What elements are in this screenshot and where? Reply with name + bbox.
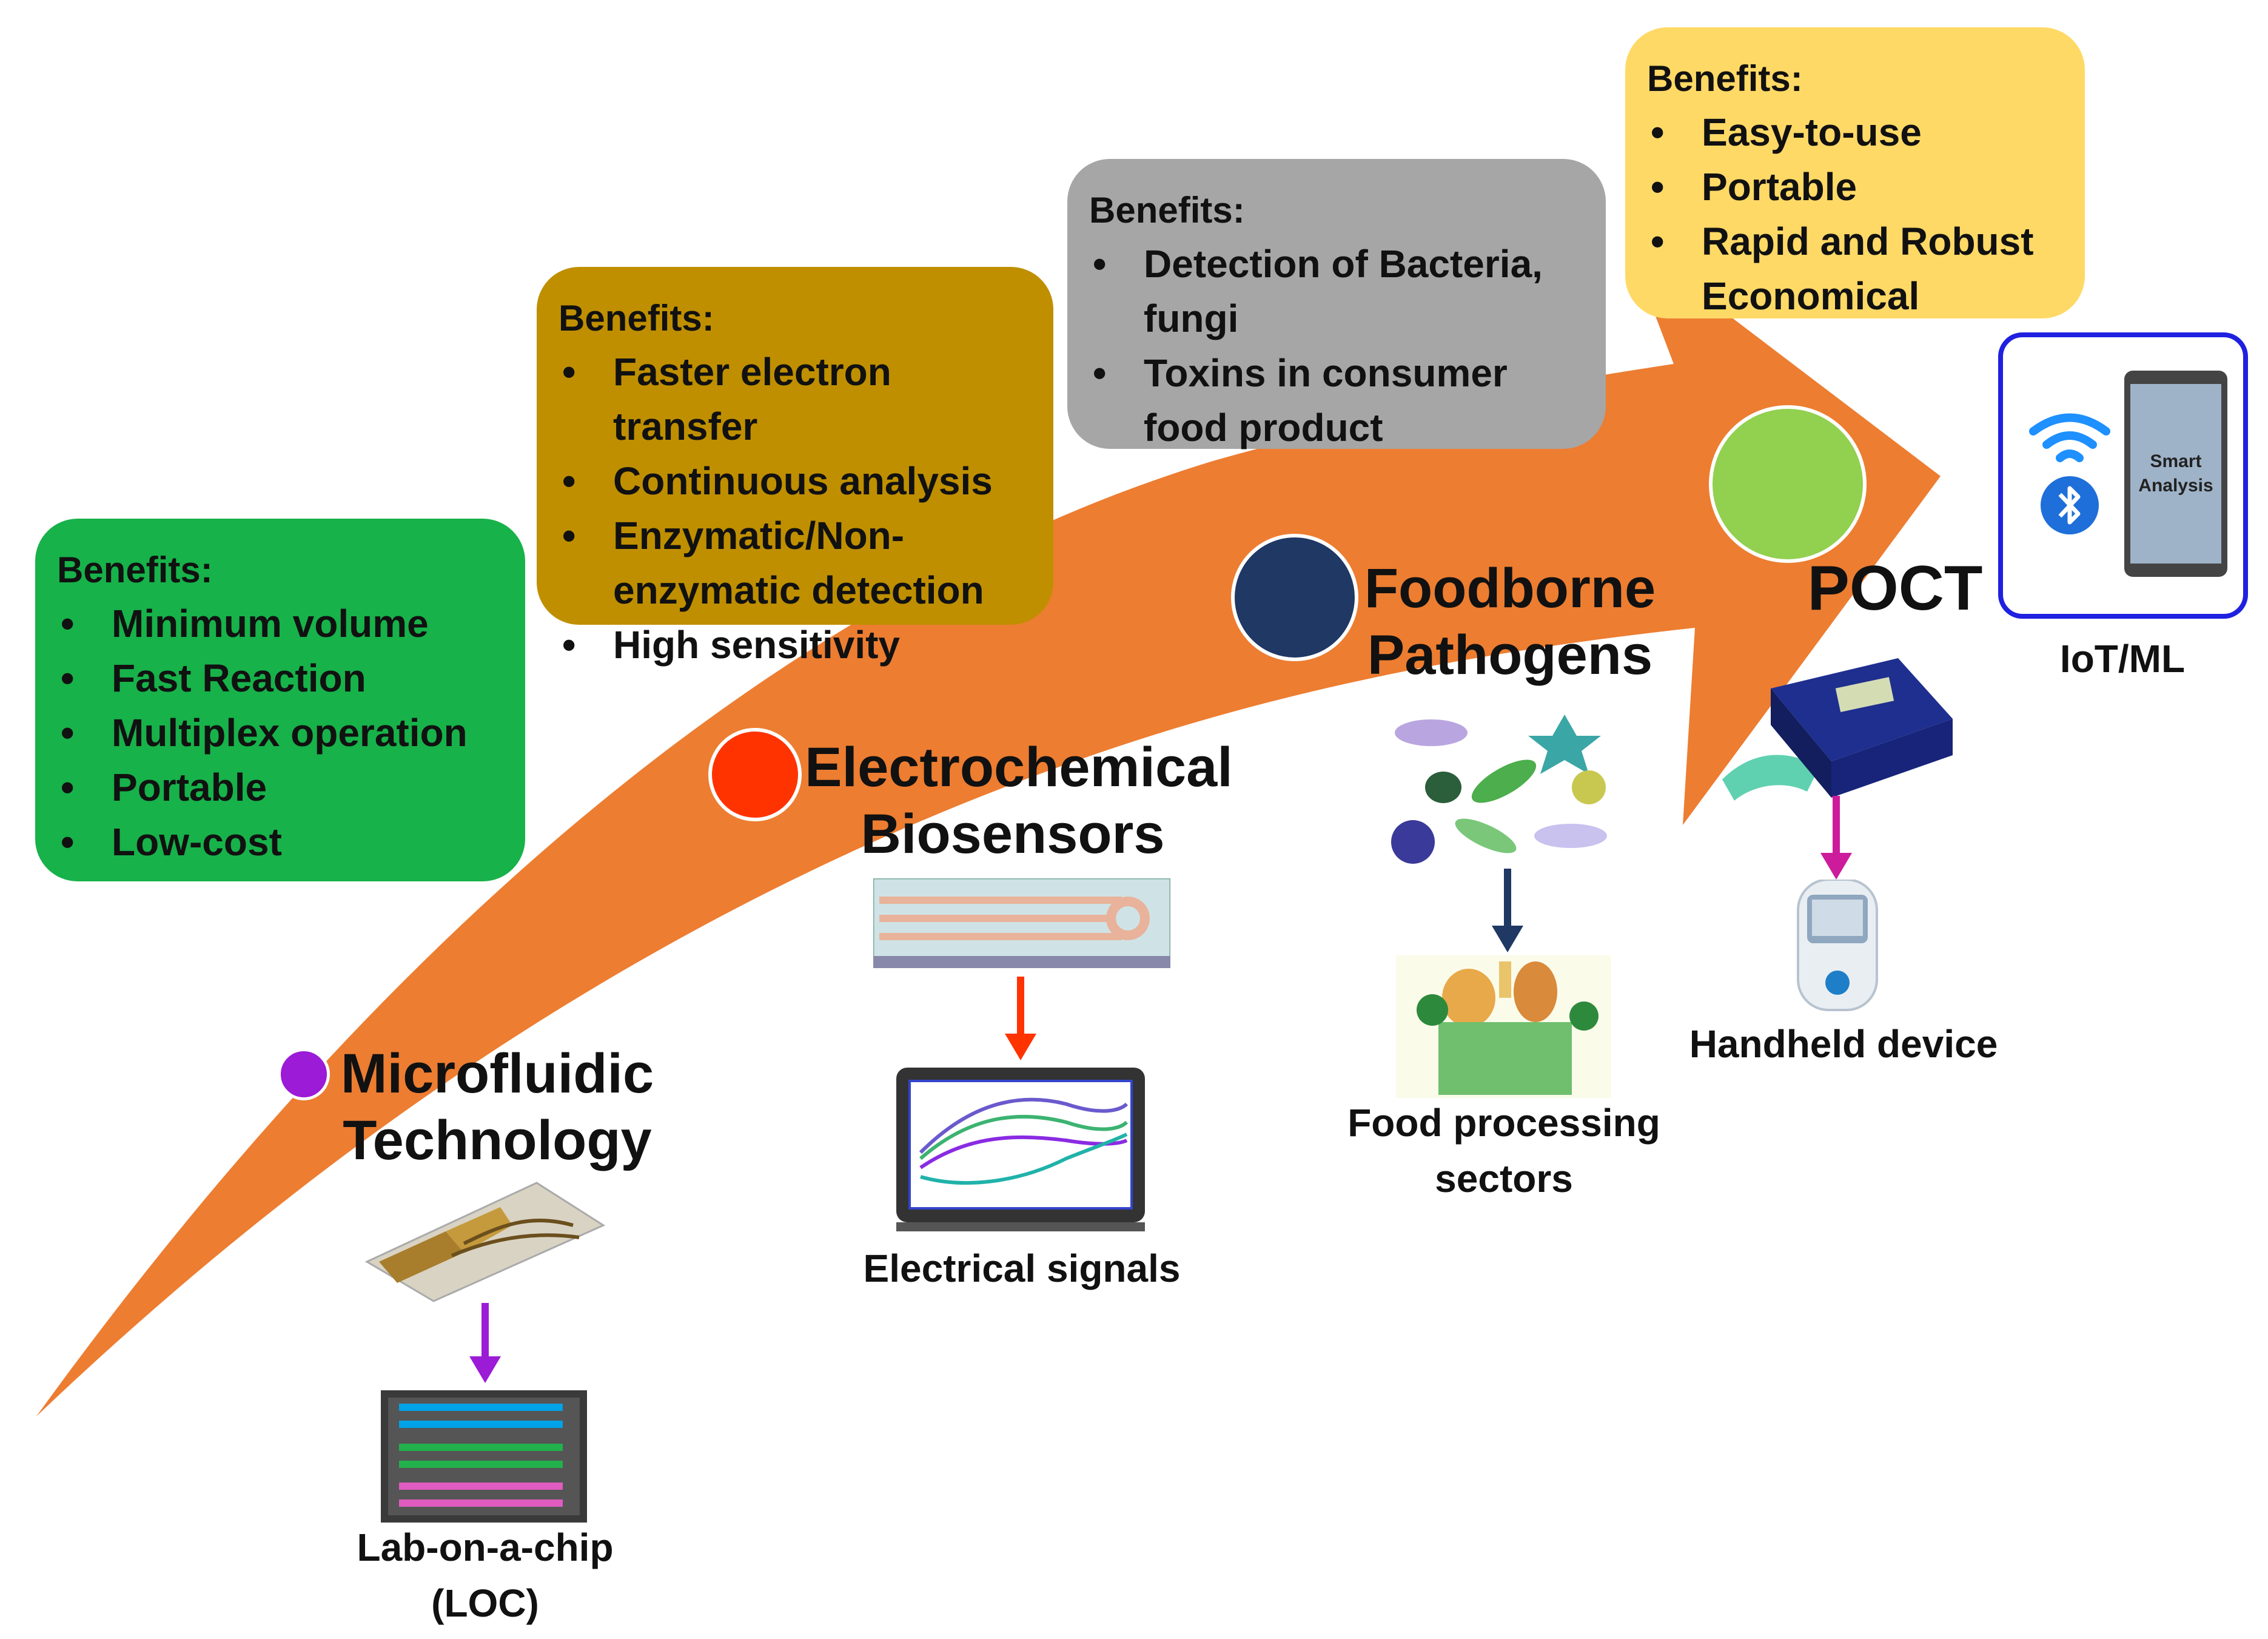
benefits-box-electrochemical: Benefits: Faster electron transfer Conti… (537, 267, 1053, 672)
benefits-box-foodborne: Benefits: Detection of Bacteria, fungi T… (1067, 159, 1606, 449)
down-arrow-magenta (1820, 796, 1852, 880)
microfluidic-label: Microfluidic Technology (315, 1040, 679, 1174)
benefit-item: Toxins in consumer food product (1089, 346, 1582, 455)
electrochemical-label: Electrochemical Biosensors (800, 734, 1237, 867)
iot-label: IoT/ML (2059, 637, 2186, 681)
label-line: Foodborne (1364, 557, 1656, 619)
down-arrow-purple (469, 1303, 501, 1383)
down-arrow-red (1005, 977, 1036, 1060)
benefit-item: Fast Reaction (57, 651, 501, 705)
benefit-item: Enzymatic/Non-enzymatic detection (559, 508, 1029, 618)
label-line: POCT (1807, 553, 1983, 624)
benefit-item: Low-cost (57, 815, 501, 869)
benefits-title: Benefits: (57, 550, 213, 590)
benefit-item: Faster electron transfer (559, 345, 1029, 454)
foodborne-label: Foodborne Pathogens (1346, 555, 1674, 688)
benefit-item: Continuous analysis (559, 454, 1029, 508)
poct-device-icon (1722, 658, 1953, 801)
label-line: Food processing (1347, 1101, 1660, 1145)
bluetooth-icon (2041, 476, 2099, 534)
benefit-item: Portable (57, 760, 501, 815)
poct-dot (1709, 405, 1867, 563)
phone-screen-text: Smart Analysis (2133, 449, 2218, 498)
benefit-item: Multiplex operation (57, 705, 501, 760)
iot-box: Smart Analysis (1998, 332, 2248, 619)
laptop-icon (896, 1068, 1145, 1231)
bacteria-icon (1391, 715, 1607, 864)
wifi-icon (2029, 413, 2110, 462)
label-line: Pathogens (1367, 624, 1653, 686)
benefits-box-microfluidic: Benefits: Minimum volume Fast Reaction M… (35, 519, 525, 881)
electrode-icon (873, 878, 1170, 968)
handheld-label: Handheld device (1689, 1022, 1998, 1066)
benefit-item: High sensitivity (559, 618, 1029, 672)
label-line: Biosensors (861, 803, 1165, 865)
benefits-box-poct: Benefits: Easy-to-use Portable Rapid and… (1625, 27, 2085, 318)
poct-label: POCT (1795, 552, 1995, 625)
phone-text-line: Smart (2150, 451, 2202, 471)
food-sector-label: Food processing sectors (1322, 1095, 1686, 1207)
smartphone-icon (2124, 371, 2227, 577)
benefits-title: Benefits: (559, 298, 714, 338)
phone-text-line: Analysis (2138, 476, 2213, 496)
benefit-item: Detection of Bacteria, fungi (1089, 237, 1582, 346)
foodborne-dot (1231, 534, 1358, 661)
label-line: Microfluidic (340, 1043, 654, 1105)
microfluidic-dot (278, 1048, 330, 1100)
label-line: (LOC) (431, 1581, 539, 1625)
label-line: Lab-on-a-chip (357, 1526, 614, 1569)
glucometer-icon (1797, 880, 1878, 1011)
label-line: sectors (1435, 1157, 1573, 1200)
benefit-item: Minimum volume (57, 596, 501, 651)
microfluidic-chip-icon (364, 1182, 606, 1302)
loc-label: Lab-on-a-chip (LOC) (315, 1520, 655, 1631)
benefit-item: Rapid and Robust Economical (1647, 214, 2061, 323)
benefit-item: Easy-to-use (1647, 105, 2061, 160)
signals-label: Electrical signals (863, 1247, 1181, 1290)
benefits-title: Benefits: (1647, 58, 1803, 99)
benefits-title: Benefits: (1089, 190, 1245, 231)
lab-on-chip-icon (381, 1390, 587, 1523)
benefit-item: Portable (1647, 160, 2061, 214)
food-basket-icon (1396, 955, 1611, 1098)
electrochemical-dot (708, 728, 802, 821)
down-arrow-navy (1492, 869, 1523, 952)
label-line: Technology (343, 1109, 652, 1171)
label-line: Electrochemical (805, 736, 1233, 798)
